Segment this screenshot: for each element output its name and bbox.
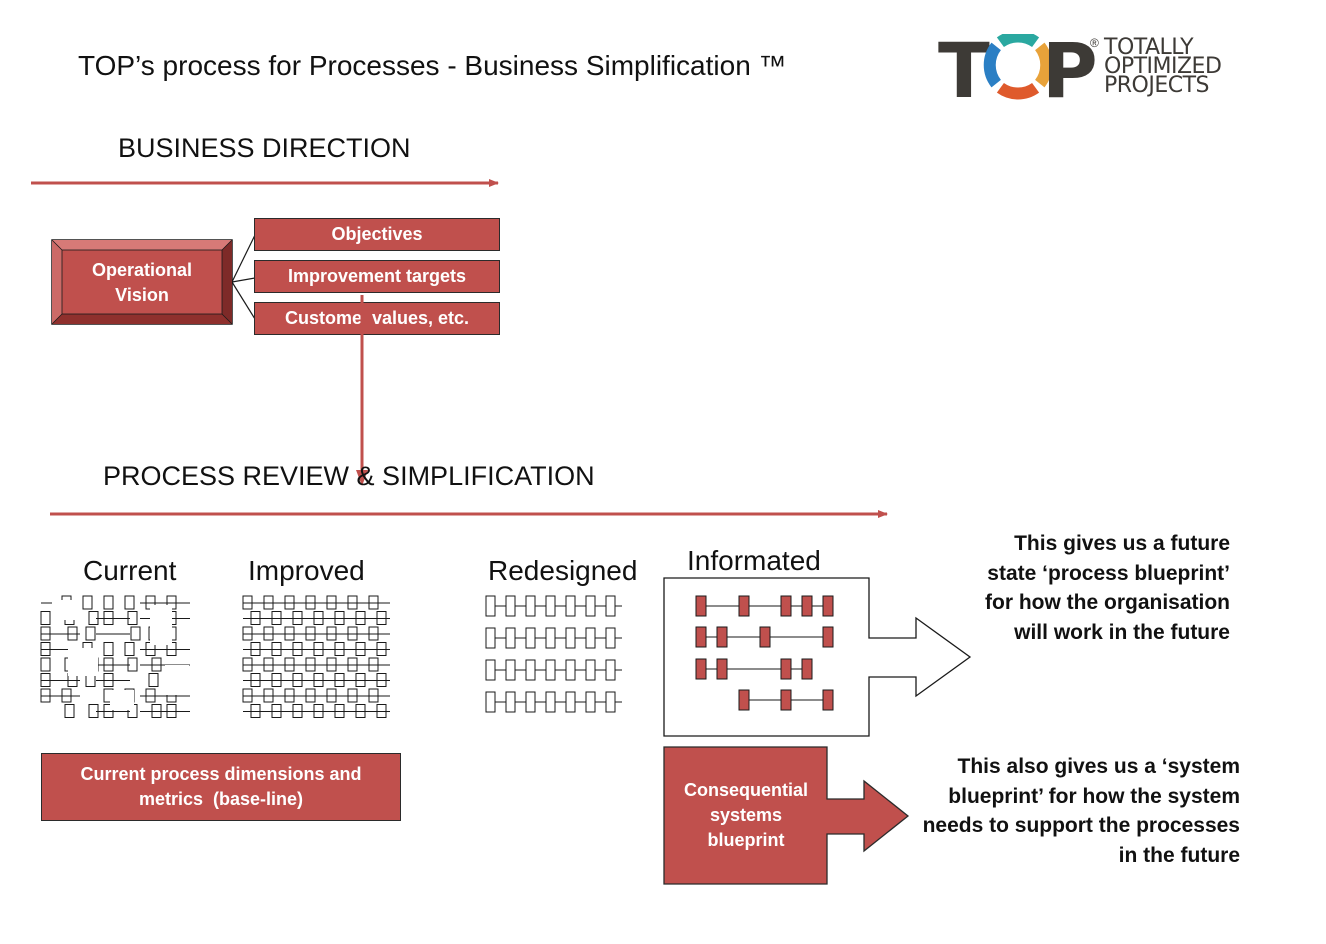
logo-wordmark: TOTALLY OPTIMIZED PROJECTS bbox=[1104, 35, 1222, 98]
improvement-targets-box: Improvement targets bbox=[254, 260, 500, 293]
logo-registered-mark: ® bbox=[1090, 36, 1099, 50]
operational-vision-box bbox=[51, 239, 233, 325]
current-process-pattern bbox=[40, 595, 190, 718]
stage-label-redesigned: Redesigned bbox=[488, 555, 638, 586]
logo-letter-t: T bbox=[938, 26, 990, 115]
baseline-metrics-label: Current process dimensions and metrics (… bbox=[80, 764, 367, 809]
systems-blueprint-arrow bbox=[663, 746, 910, 885]
process-blueprint-note: This gives us a future state ‘process bl… bbox=[985, 532, 1230, 644]
system-blueprint-note: This also gives us a ‘system blueprint’ … bbox=[922, 755, 1240, 867]
business-direction-heading: BUSINESS DIRECTION bbox=[118, 133, 411, 163]
systems-blueprint-label: Consequential systems blueprint bbox=[683, 780, 808, 850]
top-logo: T P ® TOTALLY OPTIMIZED PROJECTS bbox=[938, 30, 1228, 110]
informated-arrow-outline bbox=[663, 577, 972, 737]
logo-ring-icon bbox=[983, 34, 1053, 100]
improved-process-pattern bbox=[242, 595, 390, 718]
objectives-box: Objectives bbox=[254, 218, 500, 251]
logo-word-3: PROJECTS bbox=[1104, 73, 1210, 98]
connector-objectives bbox=[231, 234, 256, 283]
customer-values-label: Custome values, etc. bbox=[284, 308, 470, 328]
logo-word-1: TOTALLY bbox=[1104, 35, 1194, 60]
connector-improvement bbox=[231, 277, 256, 283]
informated-process-pattern bbox=[695, 595, 834, 711]
objectives-label: Objectives bbox=[331, 224, 423, 244]
baseline-metrics-box: Current process dimensions and metrics (… bbox=[41, 753, 401, 821]
page-title: TOP’s process for Processes - Business S… bbox=[78, 50, 787, 81]
logo-letter-p: P bbox=[1042, 26, 1098, 115]
process-review-heading: PROCESS REVIEW & SIMPLIFICATION bbox=[103, 461, 595, 491]
customer-values-box: Custome values, etc. bbox=[254, 302, 500, 335]
operational-vision-label: Operational Vision bbox=[91, 260, 193, 305]
stage-label-improved: Improved bbox=[248, 555, 365, 586]
improvement-targets-label: Improvement targets bbox=[287, 266, 467, 286]
stage-label-current: Current bbox=[83, 555, 177, 586]
redesigned-process-pattern bbox=[485, 595, 622, 713]
stage-label-informated: Informated bbox=[687, 545, 821, 576]
connector-customer bbox=[231, 281, 256, 320]
logo-word-2: OPTIMIZED bbox=[1104, 54, 1222, 79]
